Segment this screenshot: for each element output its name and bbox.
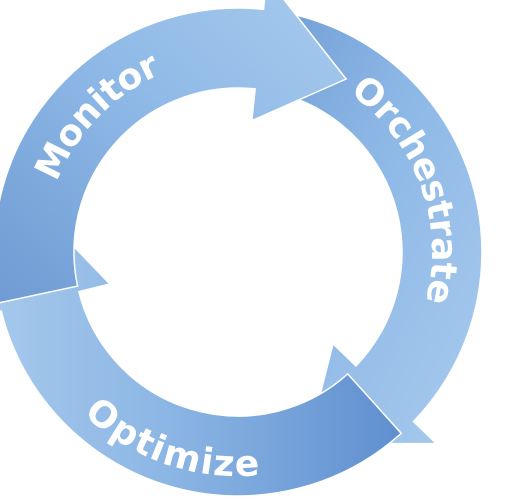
cycle-arrow-orchestrate [242, 7, 483, 445]
cycle-arrow-monitor [0, 0, 348, 304]
cycle-arrow-optimize [0, 208, 403, 497]
